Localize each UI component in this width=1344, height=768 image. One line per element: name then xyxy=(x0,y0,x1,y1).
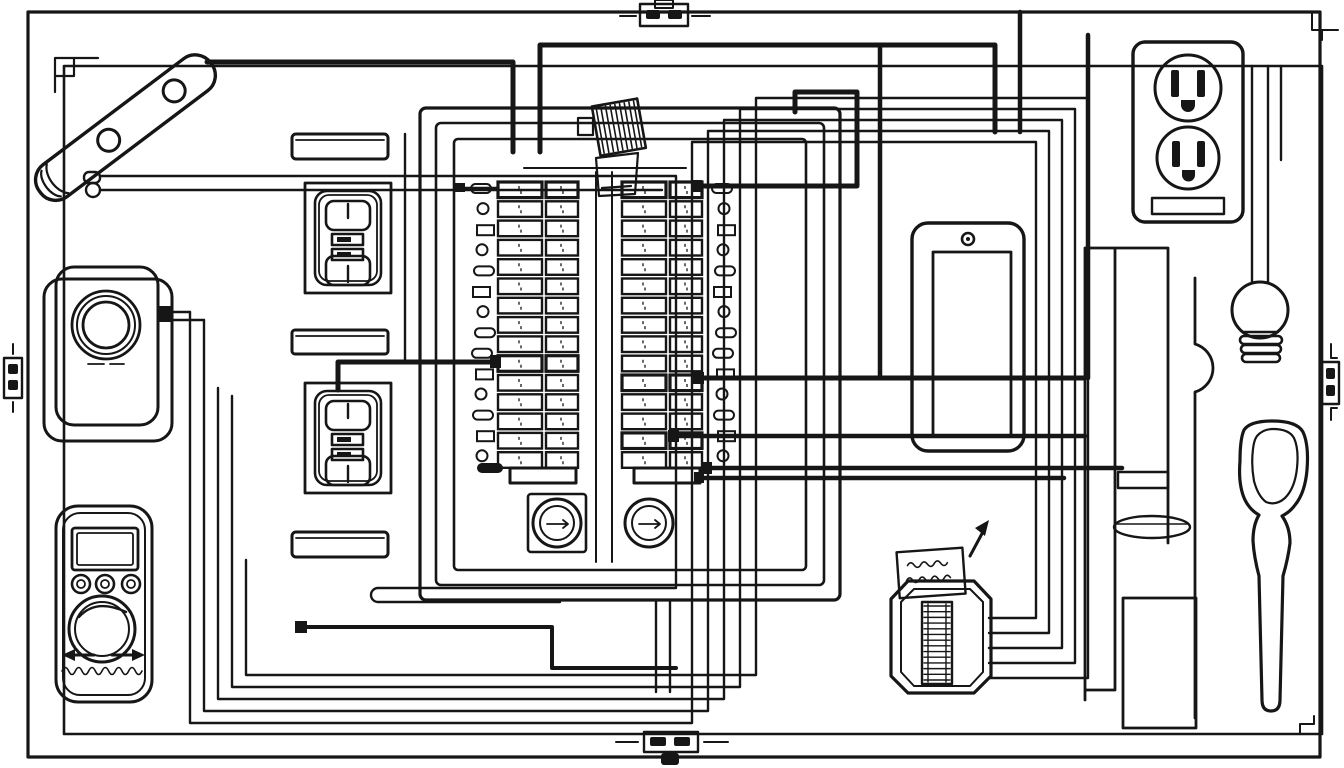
wall-switch-1 xyxy=(303,181,393,295)
tube-hole xyxy=(161,78,187,104)
chime-wire-connector xyxy=(158,306,171,322)
spoon-paddle xyxy=(1237,419,1310,713)
frame-clamp-bottom-icon xyxy=(615,730,729,765)
blank-cover-bar-middle xyxy=(290,328,390,356)
bundle-loops xyxy=(188,96,1090,725)
switch-slot xyxy=(330,232,365,247)
switch-slot xyxy=(330,247,365,262)
chime-lens xyxy=(70,289,142,361)
doorbell-chime xyxy=(42,265,174,443)
bulb-feed-wires xyxy=(1250,64,1270,285)
monitor-screen xyxy=(931,250,1013,438)
channel-lower-box xyxy=(1121,596,1198,730)
rocker-bottom xyxy=(324,254,372,287)
meter-buttons xyxy=(70,573,142,595)
wire-u-turn-pair xyxy=(98,174,678,604)
multimeter xyxy=(54,504,154,704)
wall-switch-2 xyxy=(303,381,393,495)
switch-slot xyxy=(330,432,365,447)
transformer xyxy=(889,520,993,695)
conduit-tube xyxy=(33,53,218,203)
breaker-short-row xyxy=(632,466,702,485)
switch-slot xyxy=(330,447,365,462)
corner-notch-top-right xyxy=(1311,11,1339,41)
receptacle xyxy=(1155,125,1221,191)
duplex-outlet xyxy=(1131,40,1245,224)
ground-hole xyxy=(1182,170,1195,182)
transformer-coil xyxy=(920,600,954,686)
blank-cover-bar-top xyxy=(290,132,390,161)
ground-hole xyxy=(1181,100,1195,112)
corner-notch-bottom-right xyxy=(1299,715,1315,735)
wire-bundle xyxy=(98,64,1283,725)
tube-end-cap xyxy=(40,163,70,198)
panel-gauge-right xyxy=(623,497,675,549)
panel-center-divider xyxy=(595,171,613,563)
meter-display xyxy=(70,526,140,572)
channel-slot xyxy=(1116,470,1170,490)
tube-hole xyxy=(96,127,122,153)
square-end-wire xyxy=(300,625,678,670)
rocker-top xyxy=(324,199,372,232)
camera-dot xyxy=(960,231,976,247)
spoon-bowl-inner xyxy=(1251,427,1299,505)
dial-needle xyxy=(77,604,128,619)
frame-clamp-right-icon xyxy=(1320,343,1341,421)
wire-connectors xyxy=(295,180,712,633)
frame-clamp-left-icon xyxy=(2,343,24,413)
frame-clamp-top-icon xyxy=(619,0,711,28)
corner-notch-top-left xyxy=(53,56,100,94)
meter-dial xyxy=(67,594,137,664)
blank-cover-bar-bottom xyxy=(290,530,390,559)
smart-monitor xyxy=(910,221,1026,453)
rocker-top xyxy=(324,399,372,432)
thick-feeder-wires xyxy=(204,9,1125,670)
rocker-bottom xyxy=(324,454,372,487)
bulb-base-ridge xyxy=(1240,352,1282,364)
circuit-label-slots xyxy=(470,183,737,463)
bulb-base-ridge xyxy=(1239,343,1283,355)
wire-with-bump xyxy=(1193,276,1215,720)
outlet-plate-strip xyxy=(1150,196,1226,216)
panel-gauge-left xyxy=(526,492,588,554)
chime-wire-stubs xyxy=(158,310,206,322)
breaker-short-row xyxy=(508,466,578,485)
right-arrow-icon xyxy=(110,649,145,661)
left-arrow-icon xyxy=(62,649,96,661)
channel-lens xyxy=(1112,514,1192,540)
service-clamp xyxy=(576,97,648,198)
meter-label-scribble xyxy=(61,666,143,676)
switch-feeder xyxy=(335,359,499,393)
light-bulb xyxy=(1230,280,1290,364)
right-channel xyxy=(1083,246,1215,730)
panel-bottom-stubs xyxy=(654,598,672,694)
receptacle xyxy=(1153,53,1223,123)
bulb-base-ridge xyxy=(1238,334,1284,346)
breaker-rows xyxy=(496,180,704,470)
transformer-tag xyxy=(895,546,967,600)
breaker-panel xyxy=(418,97,842,602)
short-row-pin xyxy=(477,463,503,473)
